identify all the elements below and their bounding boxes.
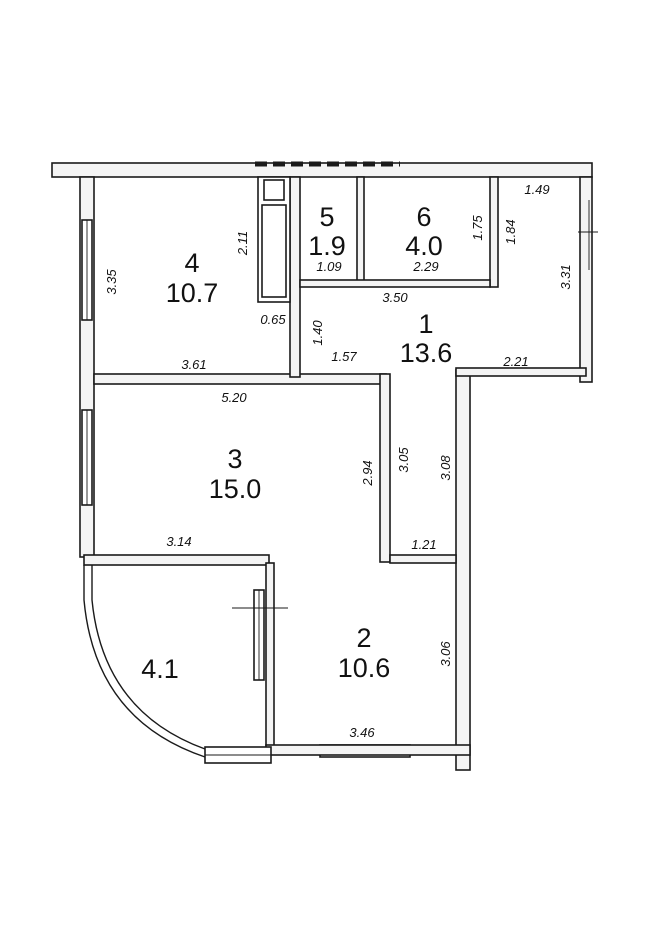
dim-1-57: 1.57 <box>331 349 357 364</box>
dim-3-14: 3.14 <box>166 534 191 549</box>
dim-3-31: 3.31 <box>558 264 573 289</box>
balcony <box>83 565 288 764</box>
room-1-area: 13.6 <box>400 338 453 368</box>
balcony-area: 4.1 <box>141 654 179 684</box>
dim-0-65: 0.65 <box>260 312 286 327</box>
dim-1-09: 1.09 <box>316 259 341 274</box>
dim-3-50: 3.50 <box>382 290 408 305</box>
dim-3-46: 3.46 <box>349 725 375 740</box>
dim-2-21: 2.21 <box>502 354 528 369</box>
room-6-area: 4.0 <box>405 231 443 261</box>
dim-2-94: 2.94 <box>360 460 375 486</box>
dim-5-20: 5.20 <box>221 390 247 405</box>
room-1-number: 1 <box>418 309 433 339</box>
dimension-labels: 1.49 1.75 1.84 2.11 3.35 1.09 2.29 3.31 … <box>104 182 573 740</box>
room-5-number: 5 <box>319 202 334 232</box>
dim-1-75: 1.75 <box>470 215 485 241</box>
room-2-number: 2 <box>356 623 371 653</box>
dim-3-61: 3.61 <box>181 357 206 372</box>
room-2-area: 10.6 <box>338 653 391 683</box>
door-marks <box>578 200 598 270</box>
inner-walls <box>83 176 587 756</box>
room-3-area: 15.0 <box>209 474 262 504</box>
dim-1-49: 1.49 <box>524 182 549 197</box>
room-3-number: 3 <box>227 444 242 474</box>
room-4-number: 4 <box>184 248 199 278</box>
room-5-area: 1.9 <box>308 231 346 261</box>
dim-3-05: 3.05 <box>396 447 411 473</box>
dim-1-40: 1.40 <box>310 320 325 346</box>
dim-2-11: 2.11 <box>235 231 250 256</box>
dim-3-08: 3.08 <box>438 455 453 481</box>
dim-3-35: 3.35 <box>104 269 119 295</box>
dim-1-21: 1.21 <box>411 537 436 552</box>
dim-3-06: 3.06 <box>438 641 453 667</box>
room-4-area: 10.7 <box>166 278 219 308</box>
room-6-number: 6 <box>416 202 431 232</box>
dim-1-84: 1.84 <box>503 219 518 244</box>
room-labels: 5 1.9 6 4.0 4 10.7 1 13.6 3 15.0 2 10.6 … <box>141 202 452 684</box>
dim-2-29: 2.29 <box>412 259 438 274</box>
